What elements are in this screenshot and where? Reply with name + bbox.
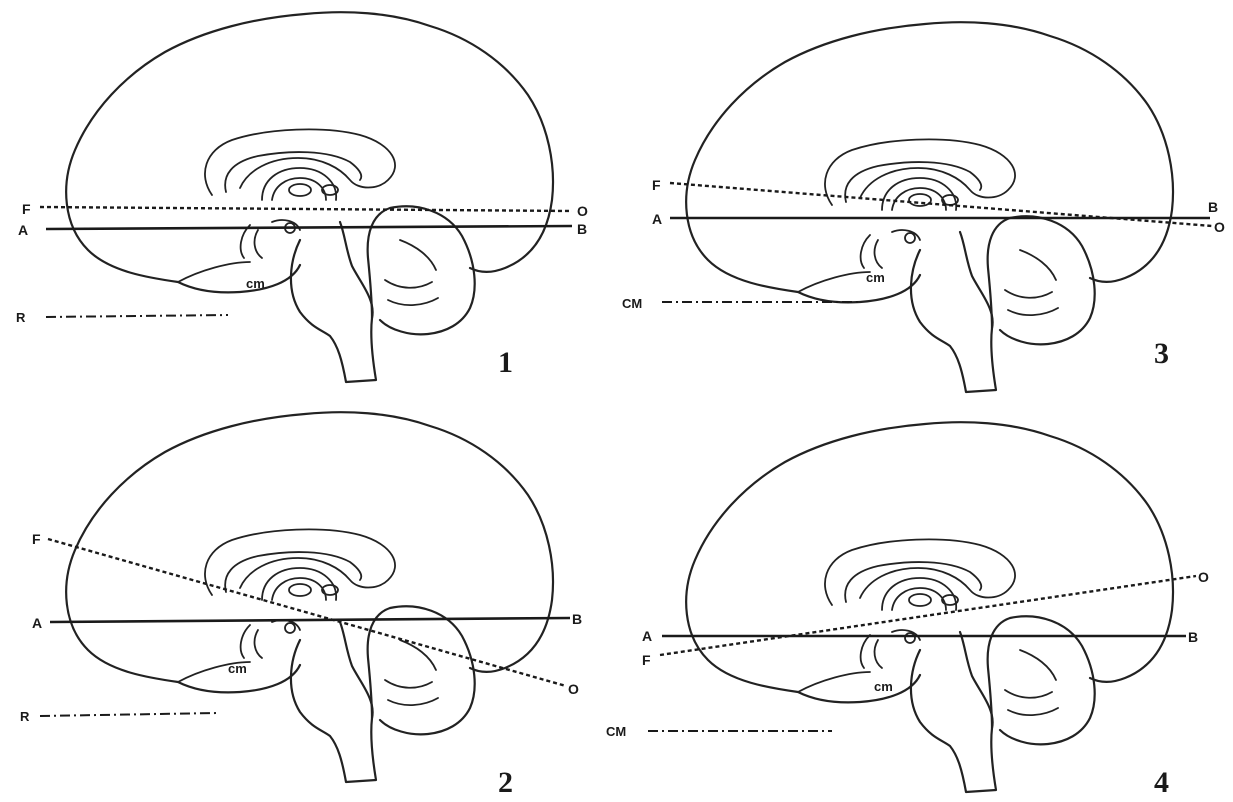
label-cm: cm xyxy=(874,679,893,694)
line-ab xyxy=(46,226,572,229)
label-cm: cm xyxy=(228,661,247,676)
label-f: F xyxy=(32,531,41,547)
panel-number: 4 xyxy=(1154,766,1169,799)
panel-number: 3 xyxy=(1154,337,1169,370)
reference-line xyxy=(40,713,218,716)
panel-1: F O A B cm R 1 xyxy=(16,12,588,382)
reference-line xyxy=(46,315,228,317)
label-ref: CM xyxy=(606,724,626,739)
panel-number: 1 xyxy=(498,346,513,379)
label-a: A xyxy=(642,628,652,644)
label-a: A xyxy=(652,211,662,227)
panel-4: F O A B cm CM 4 xyxy=(606,422,1209,799)
label-o: O xyxy=(1214,219,1225,235)
label-cm: cm xyxy=(246,276,265,291)
label-f: F xyxy=(22,201,31,217)
panel-3: F O A B cm CM 3 xyxy=(622,22,1225,392)
label-b: B xyxy=(577,221,587,237)
label-o: O xyxy=(568,681,579,697)
label-a: A xyxy=(32,615,42,631)
label-b: B xyxy=(572,611,582,627)
line-ab xyxy=(50,618,570,622)
label-cm: cm xyxy=(866,270,885,285)
label-f: F xyxy=(652,177,661,193)
line-fo xyxy=(670,183,1212,226)
label-a: A xyxy=(18,222,28,238)
line-fo xyxy=(40,207,572,211)
label-ref: CM xyxy=(622,296,642,311)
label-o: O xyxy=(577,203,588,219)
label-o: O xyxy=(1198,569,1209,585)
label-b: B xyxy=(1208,199,1218,215)
line-fo xyxy=(48,539,566,686)
label-b: B xyxy=(1188,629,1198,645)
panel-number: 2 xyxy=(498,766,513,799)
label-ref: R xyxy=(20,709,30,724)
panel-2: F O A B cm R 2 xyxy=(20,412,582,799)
label-ref: R xyxy=(16,310,26,325)
label-f: F xyxy=(642,652,651,668)
line-fo xyxy=(660,576,1196,655)
